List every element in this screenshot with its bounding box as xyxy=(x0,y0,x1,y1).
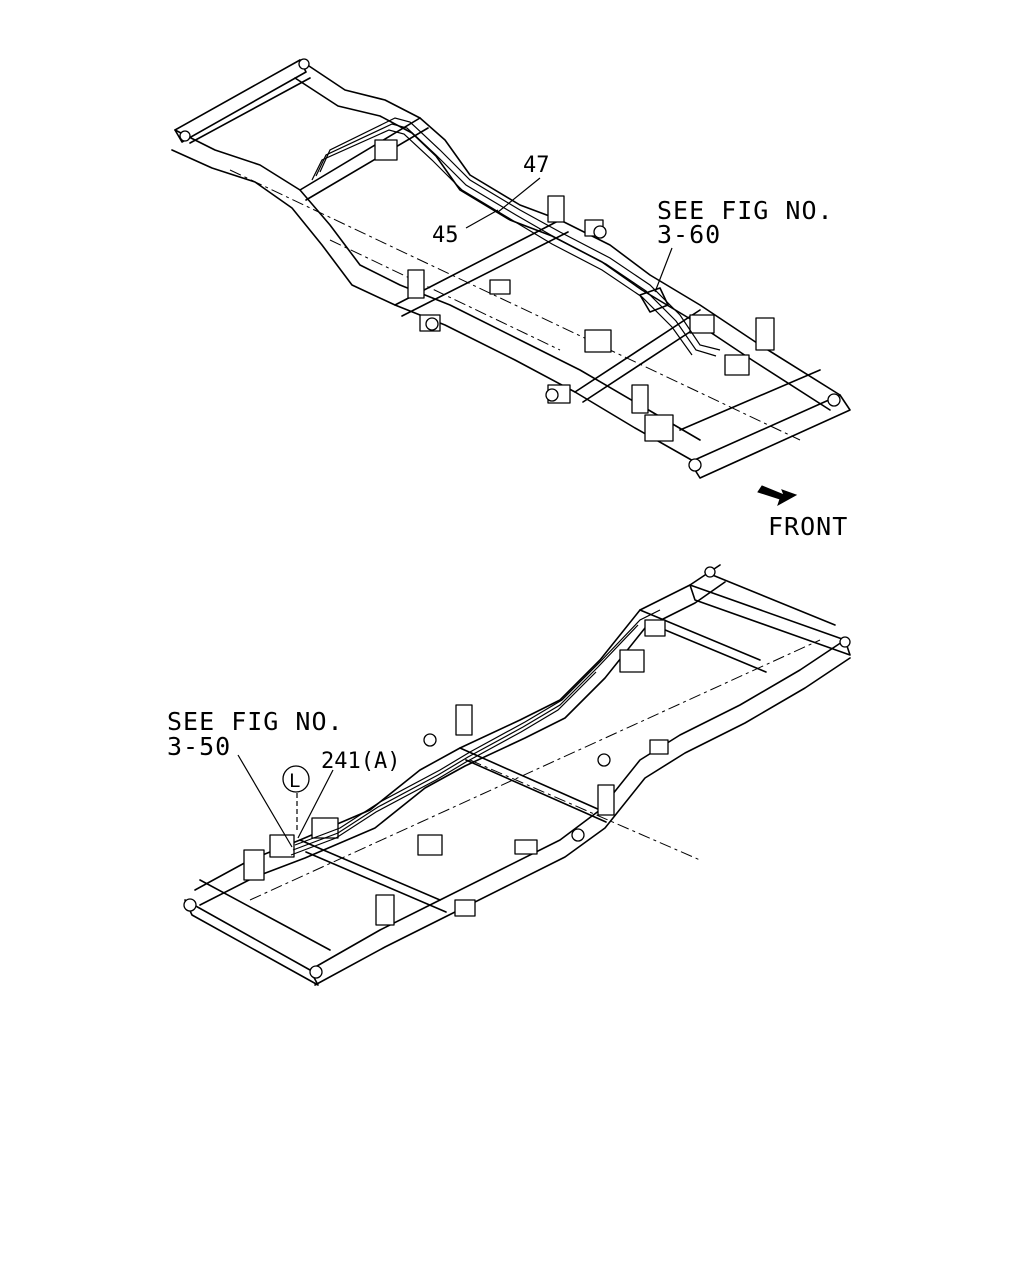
see-fig-3-60-line1: SEE FIG NO. xyxy=(657,196,834,225)
leader-47 xyxy=(497,177,541,213)
leader-45 xyxy=(465,209,499,229)
leader-241a xyxy=(297,769,334,839)
upper-chassis-frame xyxy=(171,58,851,479)
leader-3-60 xyxy=(654,247,673,293)
lower-chassis-frame xyxy=(183,564,851,986)
see-fig-3-50-line2: 3-50 xyxy=(167,732,231,761)
front-label: FRONT xyxy=(768,512,848,541)
circle-mark-letter: L xyxy=(289,770,300,792)
callout-45: 45 xyxy=(432,223,459,248)
front-arrow-icon xyxy=(757,485,798,507)
see-fig-3-60-line2: 3-60 xyxy=(657,220,721,249)
leader-3-50 xyxy=(237,754,293,848)
callout-47: 47 xyxy=(523,153,550,178)
see-fig-3-50-line1: SEE FIG NO. xyxy=(167,707,344,736)
circle-mark-L: L xyxy=(282,765,310,793)
callout-241a: 241(A) xyxy=(321,749,400,774)
